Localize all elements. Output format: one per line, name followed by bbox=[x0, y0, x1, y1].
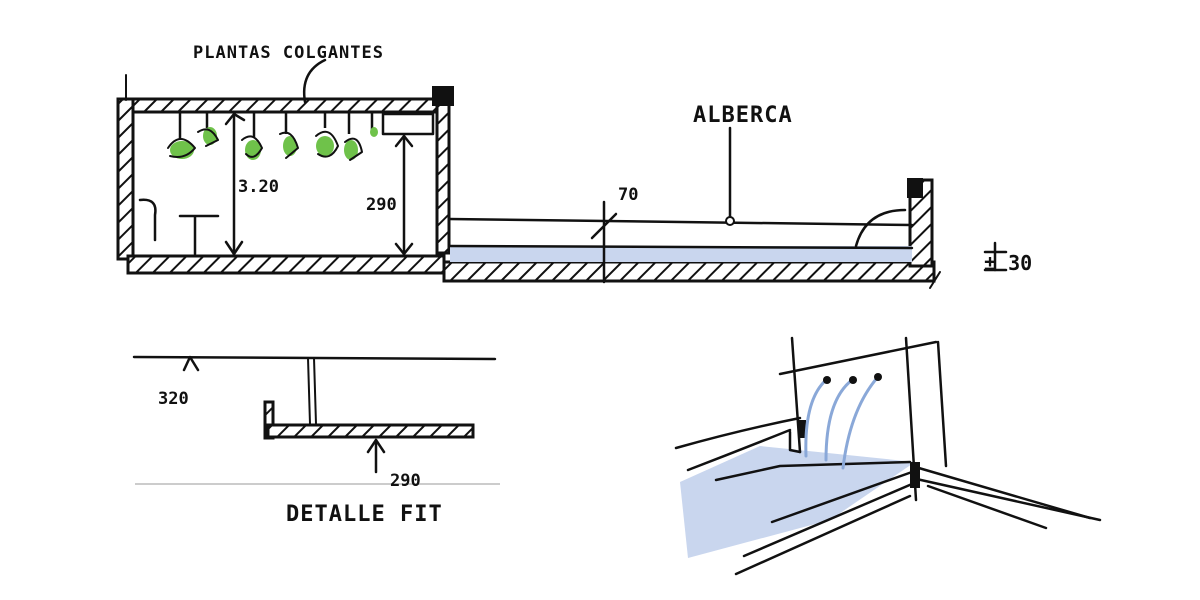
dimension-total-height bbox=[224, 112, 246, 256]
pool-leader bbox=[725, 126, 735, 226]
planter-pots bbox=[167, 128, 363, 161]
level-symbol bbox=[983, 241, 1008, 272]
jet-nozzles bbox=[823, 373, 882, 384]
pool-depth-label: 70 bbox=[618, 185, 638, 205]
plants-leader bbox=[302, 58, 327, 104]
hanging-planters bbox=[178, 112, 374, 140]
pool-slab bbox=[442, 260, 936, 283]
roof-parapet bbox=[432, 86, 454, 106]
detail-lower-value: 290 bbox=[390, 471, 421, 491]
clear-height-label: 290 bbox=[366, 195, 397, 215]
level-mark-label: ± 30 bbox=[984, 251, 1032, 275]
floor-slab bbox=[126, 254, 446, 275]
bench-icon bbox=[138, 198, 220, 256]
detail-caption: DETALLE FIT bbox=[286, 502, 443, 527]
dimension-pool-depth bbox=[590, 200, 618, 284]
detail-drawing bbox=[132, 355, 500, 485]
plant-icons bbox=[170, 127, 378, 160]
skylight-box bbox=[381, 112, 435, 136]
pool-water bbox=[450, 246, 912, 262]
end-wall-arrow bbox=[854, 208, 907, 248]
water-jets bbox=[804, 376, 879, 470]
interior-right-wall bbox=[435, 86, 451, 255]
plants-label: PLANTAS COLGANTES bbox=[193, 43, 384, 63]
left-wall bbox=[116, 97, 135, 261]
total-height-label: 3.20 bbox=[238, 177, 279, 197]
dimension-clear-height bbox=[394, 134, 414, 256]
pool-label: ALBERCA bbox=[693, 103, 793, 128]
pool-perspective bbox=[674, 336, 1102, 576]
detail-upper-value: 320 bbox=[158, 389, 189, 409]
building-section bbox=[116, 58, 1008, 289]
roof-slab bbox=[116, 97, 445, 114]
